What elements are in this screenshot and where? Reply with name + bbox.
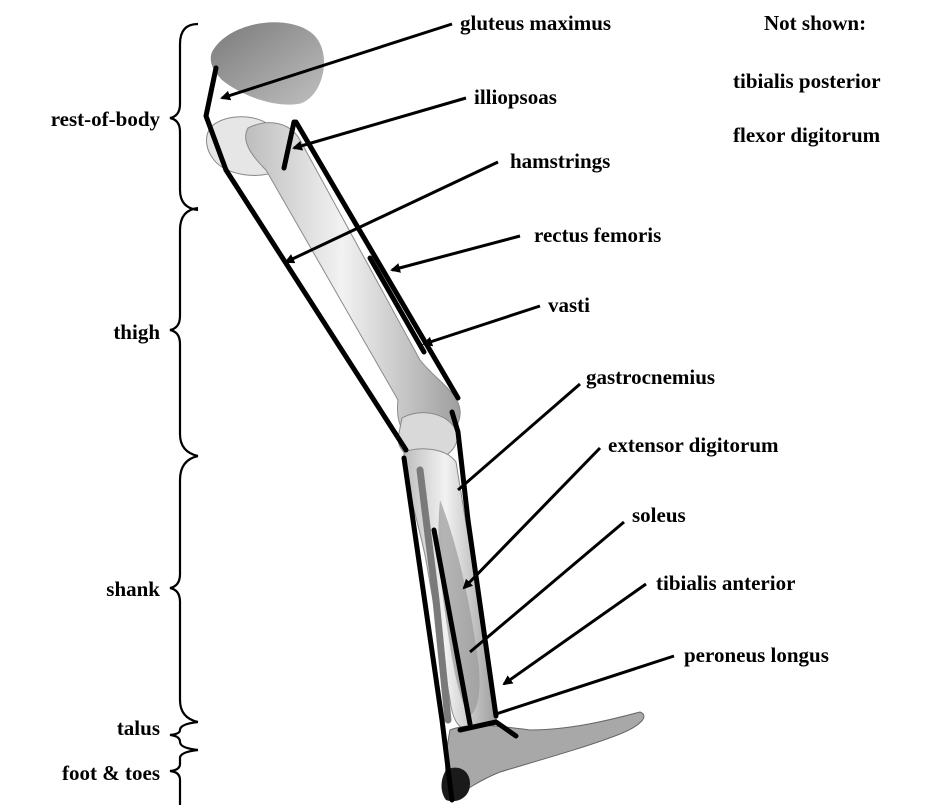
muscle-label-hamstrings: hamstrings bbox=[510, 149, 610, 173]
segment-label-shank: shank bbox=[106, 577, 160, 601]
not-shown-item-tibialis-posterior: tibialis posterior bbox=[733, 69, 881, 93]
not-shown-block: Not shown: tibialis posterior flexor dig… bbox=[733, 11, 881, 147]
muscle-label-gluteus-maximus: gluteus maximus bbox=[460, 11, 611, 35]
muscle-labels: gluteus maximus illiopsoas hamstrings re… bbox=[460, 11, 829, 667]
brace-foot-toes bbox=[170, 750, 198, 805]
muscle-label-gastrocnemius: gastrocnemius bbox=[586, 365, 715, 389]
muscle-label-illiopsoas: illiopsoas bbox=[474, 85, 557, 109]
femur-shape bbox=[246, 123, 460, 441]
segment-braces bbox=[170, 24, 198, 805]
segment-label-rest-of-body: rest-of-body bbox=[51, 107, 161, 131]
leader-soleus bbox=[470, 522, 624, 652]
segment-labels: rest-of-body thigh shank talus foot & to… bbox=[51, 107, 161, 785]
leader-gastrocnemius bbox=[458, 384, 580, 490]
brace-shank bbox=[170, 456, 198, 722]
segment-label-foot-toes: foot & toes bbox=[62, 761, 160, 785]
leader-rectus-femoris bbox=[392, 236, 520, 270]
leader-peroneus-longus bbox=[496, 656, 674, 714]
muscle-label-peroneus-longus: peroneus longus bbox=[684, 643, 829, 667]
pelvis-shape bbox=[211, 22, 324, 104]
brace-thigh bbox=[170, 208, 198, 456]
muscle-label-soleus: soleus bbox=[632, 503, 686, 527]
not-shown-heading: Not shown: bbox=[764, 11, 866, 35]
leader-vasti bbox=[424, 306, 540, 344]
segment-label-talus: talus bbox=[117, 716, 160, 740]
heel-shape bbox=[442, 768, 471, 802]
muscle-label-vasti: vasti bbox=[548, 293, 590, 317]
leader-tibialis-anterior bbox=[504, 584, 646, 684]
leg-bones-illustration bbox=[207, 22, 644, 801]
brace-rest-of-body bbox=[170, 24, 198, 210]
muscle-label-tibialis-anterior: tibialis anterior bbox=[656, 571, 795, 595]
not-shown-item-flexor-digitorum: flexor digitorum bbox=[733, 123, 881, 147]
muscle-label-extensor-digitorum: extensor digitorum bbox=[608, 433, 779, 457]
muscle-label-rectus-femoris: rectus femoris bbox=[534, 223, 661, 247]
brace-talus bbox=[170, 722, 198, 750]
leader-illiopsoas bbox=[294, 98, 466, 148]
segment-label-thigh: thigh bbox=[113, 320, 160, 344]
